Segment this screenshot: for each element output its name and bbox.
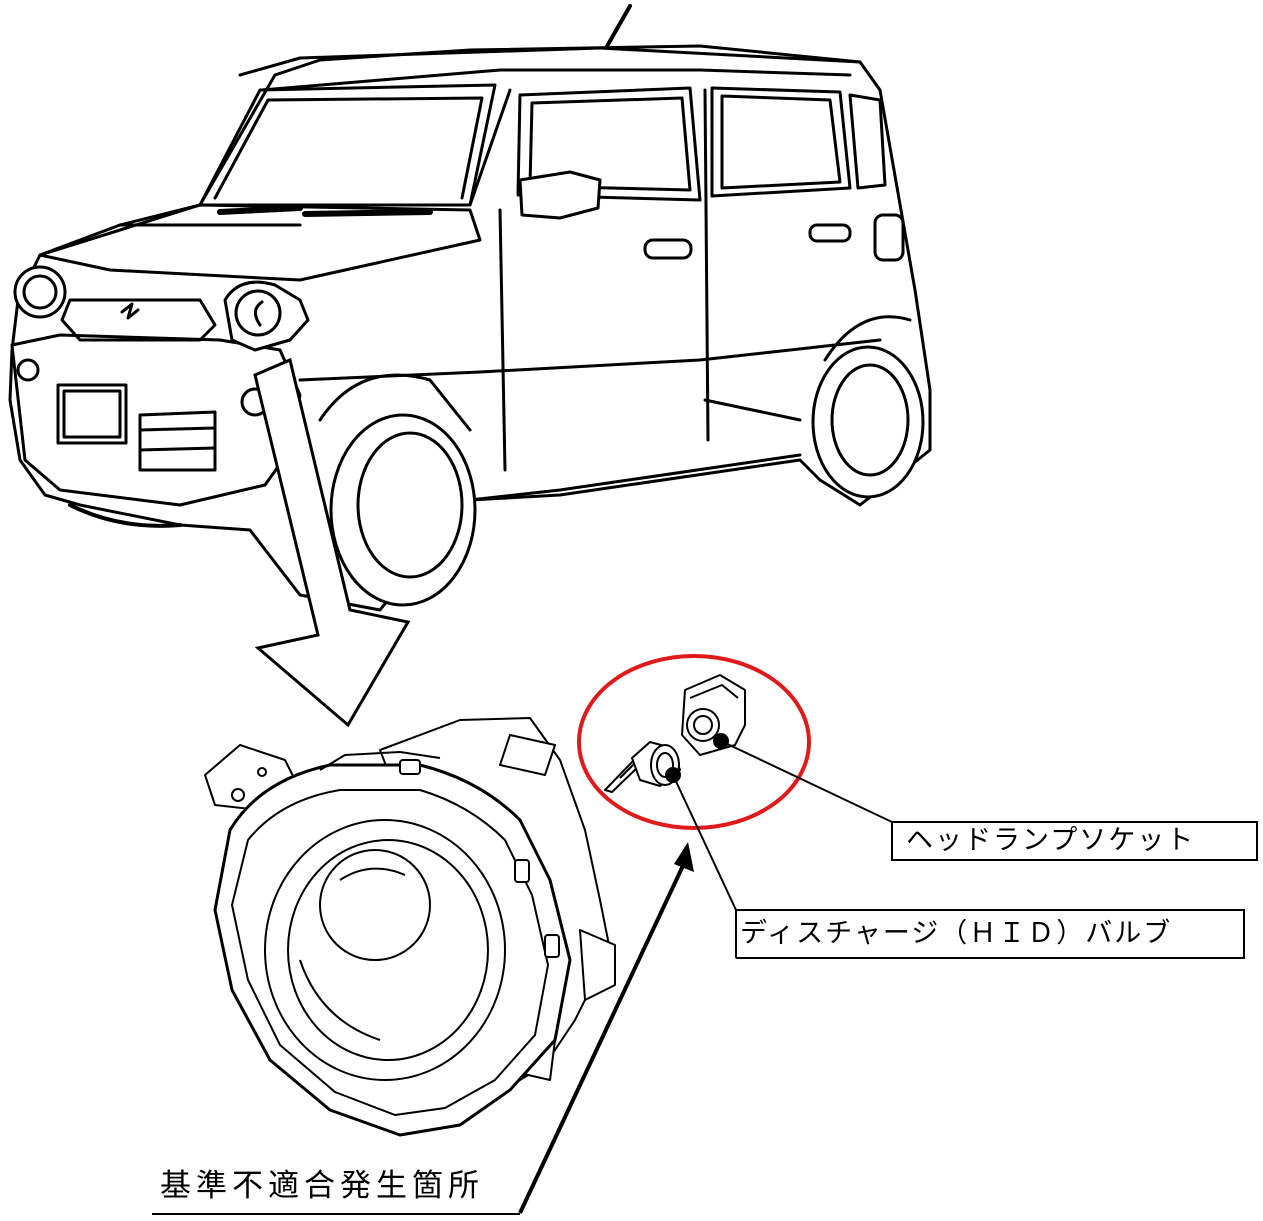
zoom-arrow [253, 357, 411, 728]
defect-pointer-arrow [152, 842, 694, 1215]
callout-boxes [735, 821, 1258, 959]
headlamp-assembly [204, 717, 616, 1137]
hid-bulb-and-socket [604, 674, 746, 793]
highlight-circle [577, 654, 811, 830]
socket-callout-label: ヘッドランプソケット [906, 825, 1196, 856]
bulb-callout-label: ディスチャージ（ＨＩＤ）バルブ [740, 918, 1173, 949]
callout-leaders [665, 733, 893, 911]
vehicle-illustration [8, 4, 932, 612]
defect-location-label: 基準不適合発生箇所 [160, 1168, 484, 1204]
